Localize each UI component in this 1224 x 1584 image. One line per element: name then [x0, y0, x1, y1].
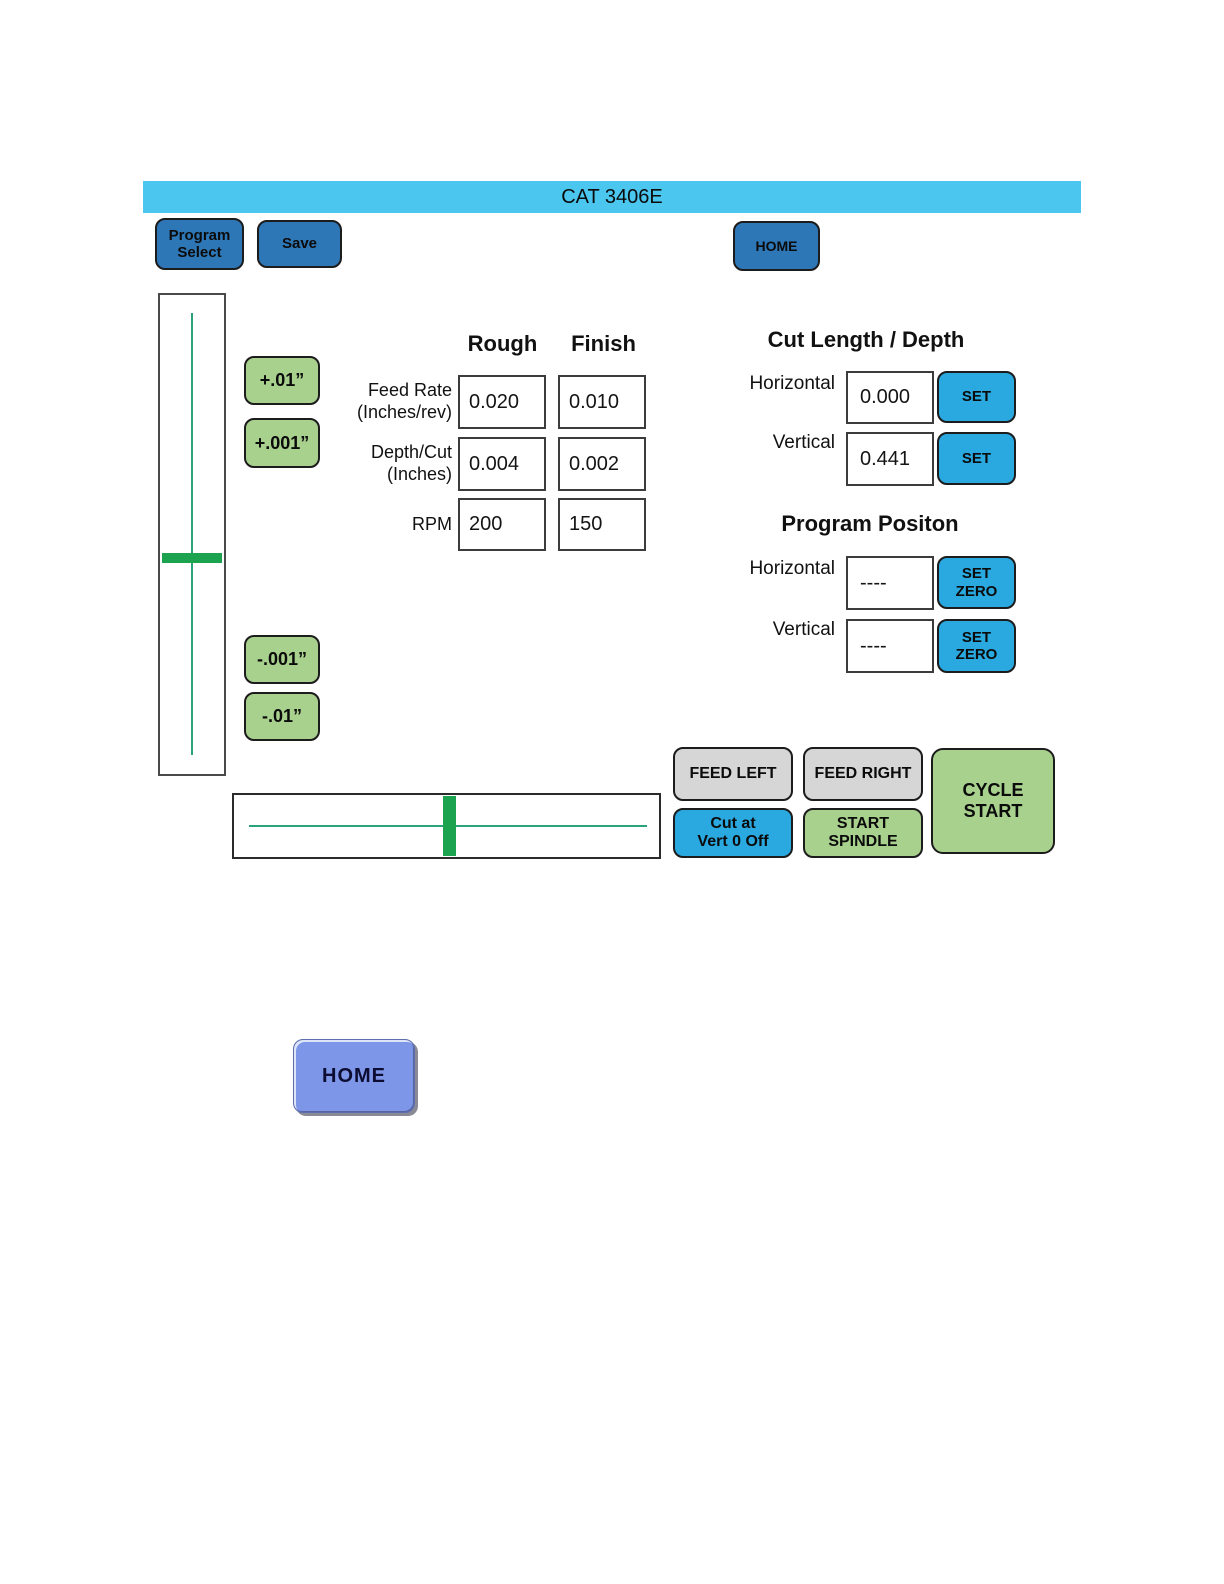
position-vertical-set-zero-button[interactable]: SET ZERO: [937, 619, 1016, 673]
feed-rate-label: Feed Rate (Inches/rev): [356, 380, 452, 422]
position-vertical-label: Vertical: [772, 619, 835, 640]
depth-cut-rough-field[interactable]: 0.004: [458, 437, 546, 491]
start-spindle-button[interactable]: START SPINDLE: [803, 808, 923, 858]
vertical-axis-line: [191, 313, 193, 755]
cut-vertical-set-button[interactable]: SET: [937, 432, 1016, 485]
jog-minus-001-button[interactable]: -.001”: [244, 635, 320, 684]
jog-minus-01-button[interactable]: -.01”: [244, 692, 320, 741]
jog-plus-01-button[interactable]: +.01”: [244, 356, 320, 405]
title-bar: CAT 3406E: [143, 181, 1081, 213]
program-position-heading: Program Positon: [781, 511, 959, 536]
depth-cut-label: Depth/Cut (Inches): [370, 442, 452, 484]
cut-vertical-label: Vertical: [772, 432, 835, 453]
column-header-finish: Finish: [571, 331, 636, 356]
column-header-rough: Rough: [467, 331, 538, 356]
position-vertical-display: ----: [846, 619, 934, 673]
jog-plus-001-button[interactable]: +.001”: [244, 418, 320, 468]
vertical-position-marker: [162, 553, 222, 563]
cut-length-depth-heading: Cut Length / Depth: [767, 327, 965, 352]
cycle-start-button[interactable]: CYCLE START: [931, 748, 1055, 854]
cut-horizontal-set-button[interactable]: SET: [937, 371, 1016, 423]
cut-horizontal-label: Horizontal: [749, 373, 835, 394]
rpm-finish-field[interactable]: 150: [558, 498, 646, 551]
feed-right-button[interactable]: FEED RIGHT: [803, 747, 923, 801]
rpm-label: RPM: [412, 513, 452, 534]
save-button[interactable]: Save: [257, 220, 342, 268]
horizontal-position-marker: [443, 796, 456, 856]
feed-rate-rough-field[interactable]: 0.020: [458, 375, 546, 429]
position-horizontal-set-zero-button[interactable]: SET ZERO: [937, 556, 1016, 609]
rpm-rough-field[interactable]: 200: [458, 498, 546, 551]
page-title: CAT 3406E: [561, 185, 663, 208]
cut-vertical-field[interactable]: 0.441: [846, 432, 934, 486]
feed-left-button[interactable]: FEED LEFT: [673, 747, 793, 801]
position-horizontal-label: Horizontal: [749, 558, 835, 579]
position-horizontal-display: ----: [846, 556, 934, 610]
feed-rate-finish-field[interactable]: 0.010: [558, 375, 646, 429]
cut-at-vert-0-off-button[interactable]: Cut at Vert 0 Off: [673, 808, 793, 858]
program-select-button[interactable]: Program Select: [155, 218, 244, 270]
depth-cut-finish-field[interactable]: 0.002: [558, 437, 646, 491]
home-button-top[interactable]: HOME: [733, 221, 820, 271]
home-button-bottom[interactable]: HOME: [293, 1039, 415, 1113]
cut-horizontal-field[interactable]: 0.000: [846, 371, 934, 424]
